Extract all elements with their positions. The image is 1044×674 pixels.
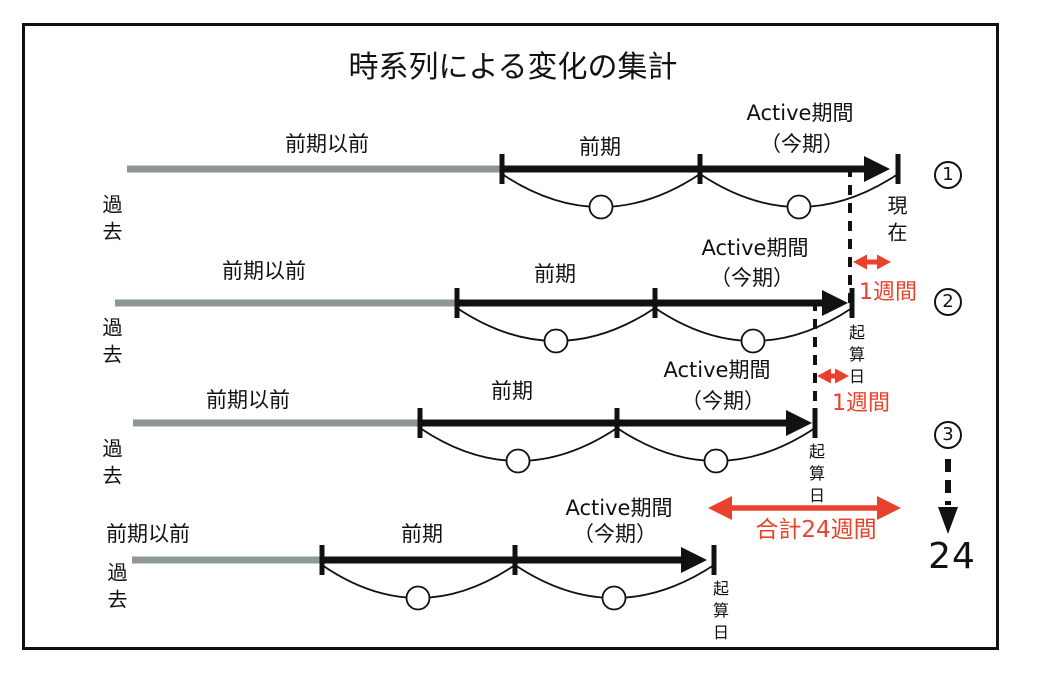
row3-active-sub-label: （今期） — [681, 389, 765, 413]
row2-gap-label: 1週間 — [859, 280, 917, 305]
row4-before-label: 前期以前 — [106, 522, 190, 546]
row2-active-label: Active期間 — [701, 236, 809, 260]
one-week-arrow-1-left-head-icon — [853, 254, 867, 270]
diagram-border-frame — [22, 23, 999, 650]
total-span-arrow-left-head-icon — [708, 496, 732, 520]
total-span-arrow — [708, 496, 901, 520]
one-week-arrow-1 — [853, 254, 891, 270]
row4-active-sub-label: （今期） — [573, 522, 657, 546]
row2-before-label: 前期以前 — [222, 259, 306, 283]
result-down-arrow — [938, 459, 958, 534]
row1-past-label: 過去 — [99, 194, 123, 248]
result-down-arrow-head-icon — [938, 507, 958, 534]
row4-endpoint-label: 起算日 — [710, 580, 729, 646]
step-1-badge: 1 — [934, 161, 962, 189]
timeline-1-node-icon — [786, 194, 812, 220]
row1-endpoint-label: 現在 — [884, 195, 908, 249]
one-week-arrow-2-right-head-icon — [835, 368, 849, 384]
total-weeks-label: 合計24週間 — [755, 517, 877, 543]
timeline-4-node-icon — [405, 585, 431, 611]
row1-active-label: Active期間 — [746, 101, 854, 125]
row1-before-label: 前期以前 — [285, 132, 369, 156]
row3-previous-label: 前期 — [491, 379, 533, 403]
total-span-arrow-right-head-icon — [877, 496, 901, 520]
one-week-arrow-2-left-head-icon — [817, 368, 831, 384]
row4-past-label: 過去 — [104, 562, 128, 616]
result-value: 24 — [928, 536, 976, 577]
row2-endpoint-label: 起算日 — [846, 324, 865, 390]
timeline-2 — [115, 288, 855, 427]
timeline-3-node-icon — [505, 448, 531, 474]
timeline-2-node-icon — [543, 328, 569, 354]
step-3-badge: 3 — [934, 421, 962, 449]
timeline-3-arrowhead-icon — [786, 410, 812, 436]
row4-previous-label: 前期 — [401, 522, 443, 546]
row2-previous-label: 前期 — [534, 262, 576, 286]
row1-previous-label: 前期 — [579, 135, 621, 159]
row1-active-sub-label: （今期） — [760, 132, 844, 156]
one-week-arrow-1-right-head-icon — [877, 254, 891, 270]
row3-before-label: 前期以前 — [206, 388, 290, 412]
row3-endpoint-label: 起算日 — [806, 443, 825, 509]
timeline-4-node-icon — [601, 585, 627, 611]
timeline-2-arrowhead-icon — [822, 290, 848, 316]
timeline-3-node-icon — [703, 448, 729, 474]
row3-past-label: 過去 — [99, 438, 123, 492]
timeline-4-arrowhead-icon — [681, 547, 707, 573]
row2-past-label: 過去 — [99, 317, 123, 371]
timeline-1-node-icon — [588, 194, 614, 220]
row4-active-label: Active期間 — [565, 496, 673, 520]
timeline-4 — [132, 545, 717, 611]
timeline-1 — [127, 154, 901, 311]
step-2-badge: 2 — [934, 288, 962, 316]
row3-gap-label: 1週間 — [832, 391, 890, 416]
row3-active-label: Active期間 — [663, 358, 771, 382]
timeline-2-node-icon — [740, 328, 766, 354]
timeline-3 — [133, 408, 818, 474]
row2-active-sub-label: （今期） — [710, 266, 794, 290]
page-title: 時系列による変化の集計 — [348, 50, 678, 85]
one-week-arrow-2 — [817, 368, 849, 384]
timeline-1-arrowhead-icon — [864, 156, 890, 182]
